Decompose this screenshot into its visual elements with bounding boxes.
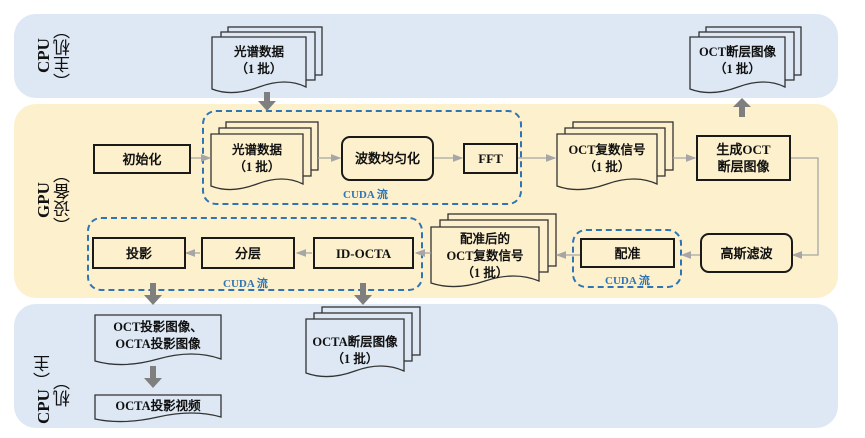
node-fft: FFT [463, 143, 518, 174]
node-gpu-spectral: 光谱数据 （1 批） [211, 142, 303, 176]
doc-stack-host-oct-image [689, 26, 802, 94]
node-line: OCTA投影图像 [115, 337, 201, 351]
node-line: OCT复数信号 [568, 143, 646, 157]
node-host-video: OCTA投影视频 [95, 398, 221, 415]
doc-stack-registered-complex [430, 213, 557, 288]
arrow-host-to-gpu [258, 92, 276, 111]
node-line: 光谱数据 [233, 45, 284, 59]
arrow-project-to-host [144, 283, 162, 305]
doc-stack-host-spectral [211, 26, 323, 94]
node-line: OCT复数信号 [446, 249, 524, 263]
cuda-stream-bottom-label: CUDA 流 [223, 278, 268, 290]
arrow-proj-to-video [144, 366, 162, 388]
node-line: （1 批） [714, 62, 761, 76]
node-gauss: 高斯滤波 [700, 233, 793, 273]
node-wavenumber: 波数均匀化 [341, 136, 434, 181]
node-line: （1 批） [583, 160, 631, 174]
node-line: OCT断层图像 [698, 45, 777, 59]
doc-host-projection [94, 314, 222, 366]
doc-host-video [94, 394, 222, 423]
node-segment: 分层 [201, 237, 295, 269]
arrow-idocta-to-host [354, 283, 372, 305]
node-registered-complex: 配准后的 OCT复数信号 （1 批） [431, 231, 539, 282]
doc-stack-oct-complex [556, 121, 674, 191]
cuda-stream-register-label: CUDA 流 [605, 275, 650, 287]
node-idocta: ID-OCTA [313, 237, 414, 269]
node-register: 配准 [580, 238, 675, 268]
node-line: （1 批） [233, 160, 281, 174]
node-line: 生成OCT [716, 142, 771, 157]
node-line: （1 批） [461, 266, 509, 280]
node-line: OCT投影图像、 [113, 320, 203, 334]
cuda-stream-top-label: CUDA 流 [343, 189, 388, 201]
node-line: 断层图像 [717, 159, 770, 174]
node-line: 光谱数据 [231, 143, 282, 157]
node-init: 初始化 [93, 144, 191, 174]
node-line: OCTA断层图像 [312, 335, 398, 349]
node-oct-complex: OCT复数信号 （1 批） [557, 142, 657, 176]
node-line: OCTA投影视频 [115, 399, 201, 413]
node-line: （1 批） [235, 62, 283, 76]
node-line: 配准后的 [459, 232, 510, 246]
node-host-octa: OCTA断层图像 （1 批） [306, 334, 404, 368]
arrow-gpu-to-host-oct [733, 98, 751, 117]
doc-stack-host-octa [305, 306, 421, 378]
thick-arrows [144, 92, 751, 388]
thin-arrows [184, 154, 819, 259]
node-project: 投影 [92, 237, 186, 269]
node-host-projection: OCT投影图像、 OCTA投影图像 [95, 319, 221, 353]
doc-stack-gpu-spectral [210, 121, 319, 191]
node-host-oct-image: OCT断层图像 （1 批） [690, 44, 785, 78]
node-line: （1 批） [331, 352, 379, 366]
node-host-spectral: 光谱数据 （1 批） [212, 44, 306, 78]
node-gen-oct: 生成OCT 断层图像 [696, 135, 791, 181]
